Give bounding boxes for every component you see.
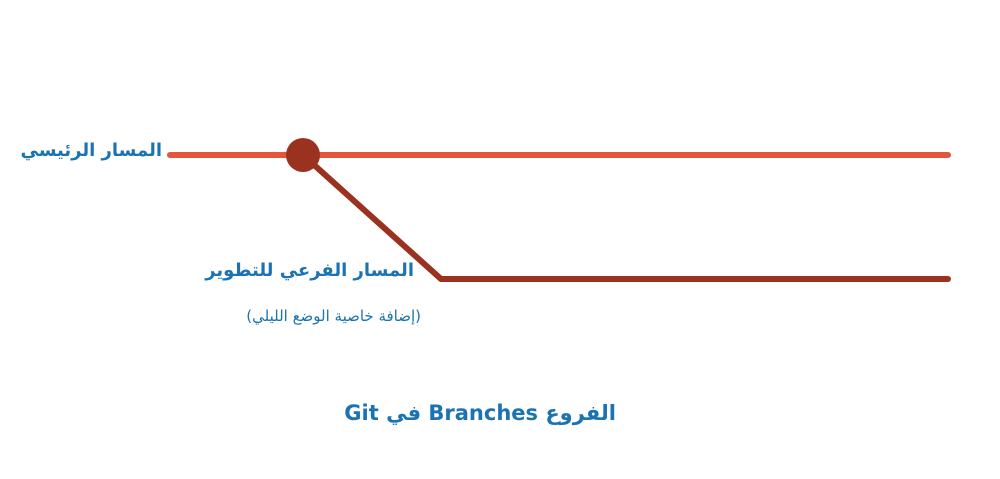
diagram-title: الفروع Branches في Git [344, 401, 616, 425]
branch-point-node [286, 138, 320, 172]
dev-branch-line [300, 152, 951, 282]
dev-branch-label: المسار الفرعي للتطوير [205, 260, 414, 281]
dev-branch-note: (إضافة خاصية الوضع الليلي) [246, 307, 421, 325]
main-branch-label: المسار الرئيسي [20, 140, 162, 161]
